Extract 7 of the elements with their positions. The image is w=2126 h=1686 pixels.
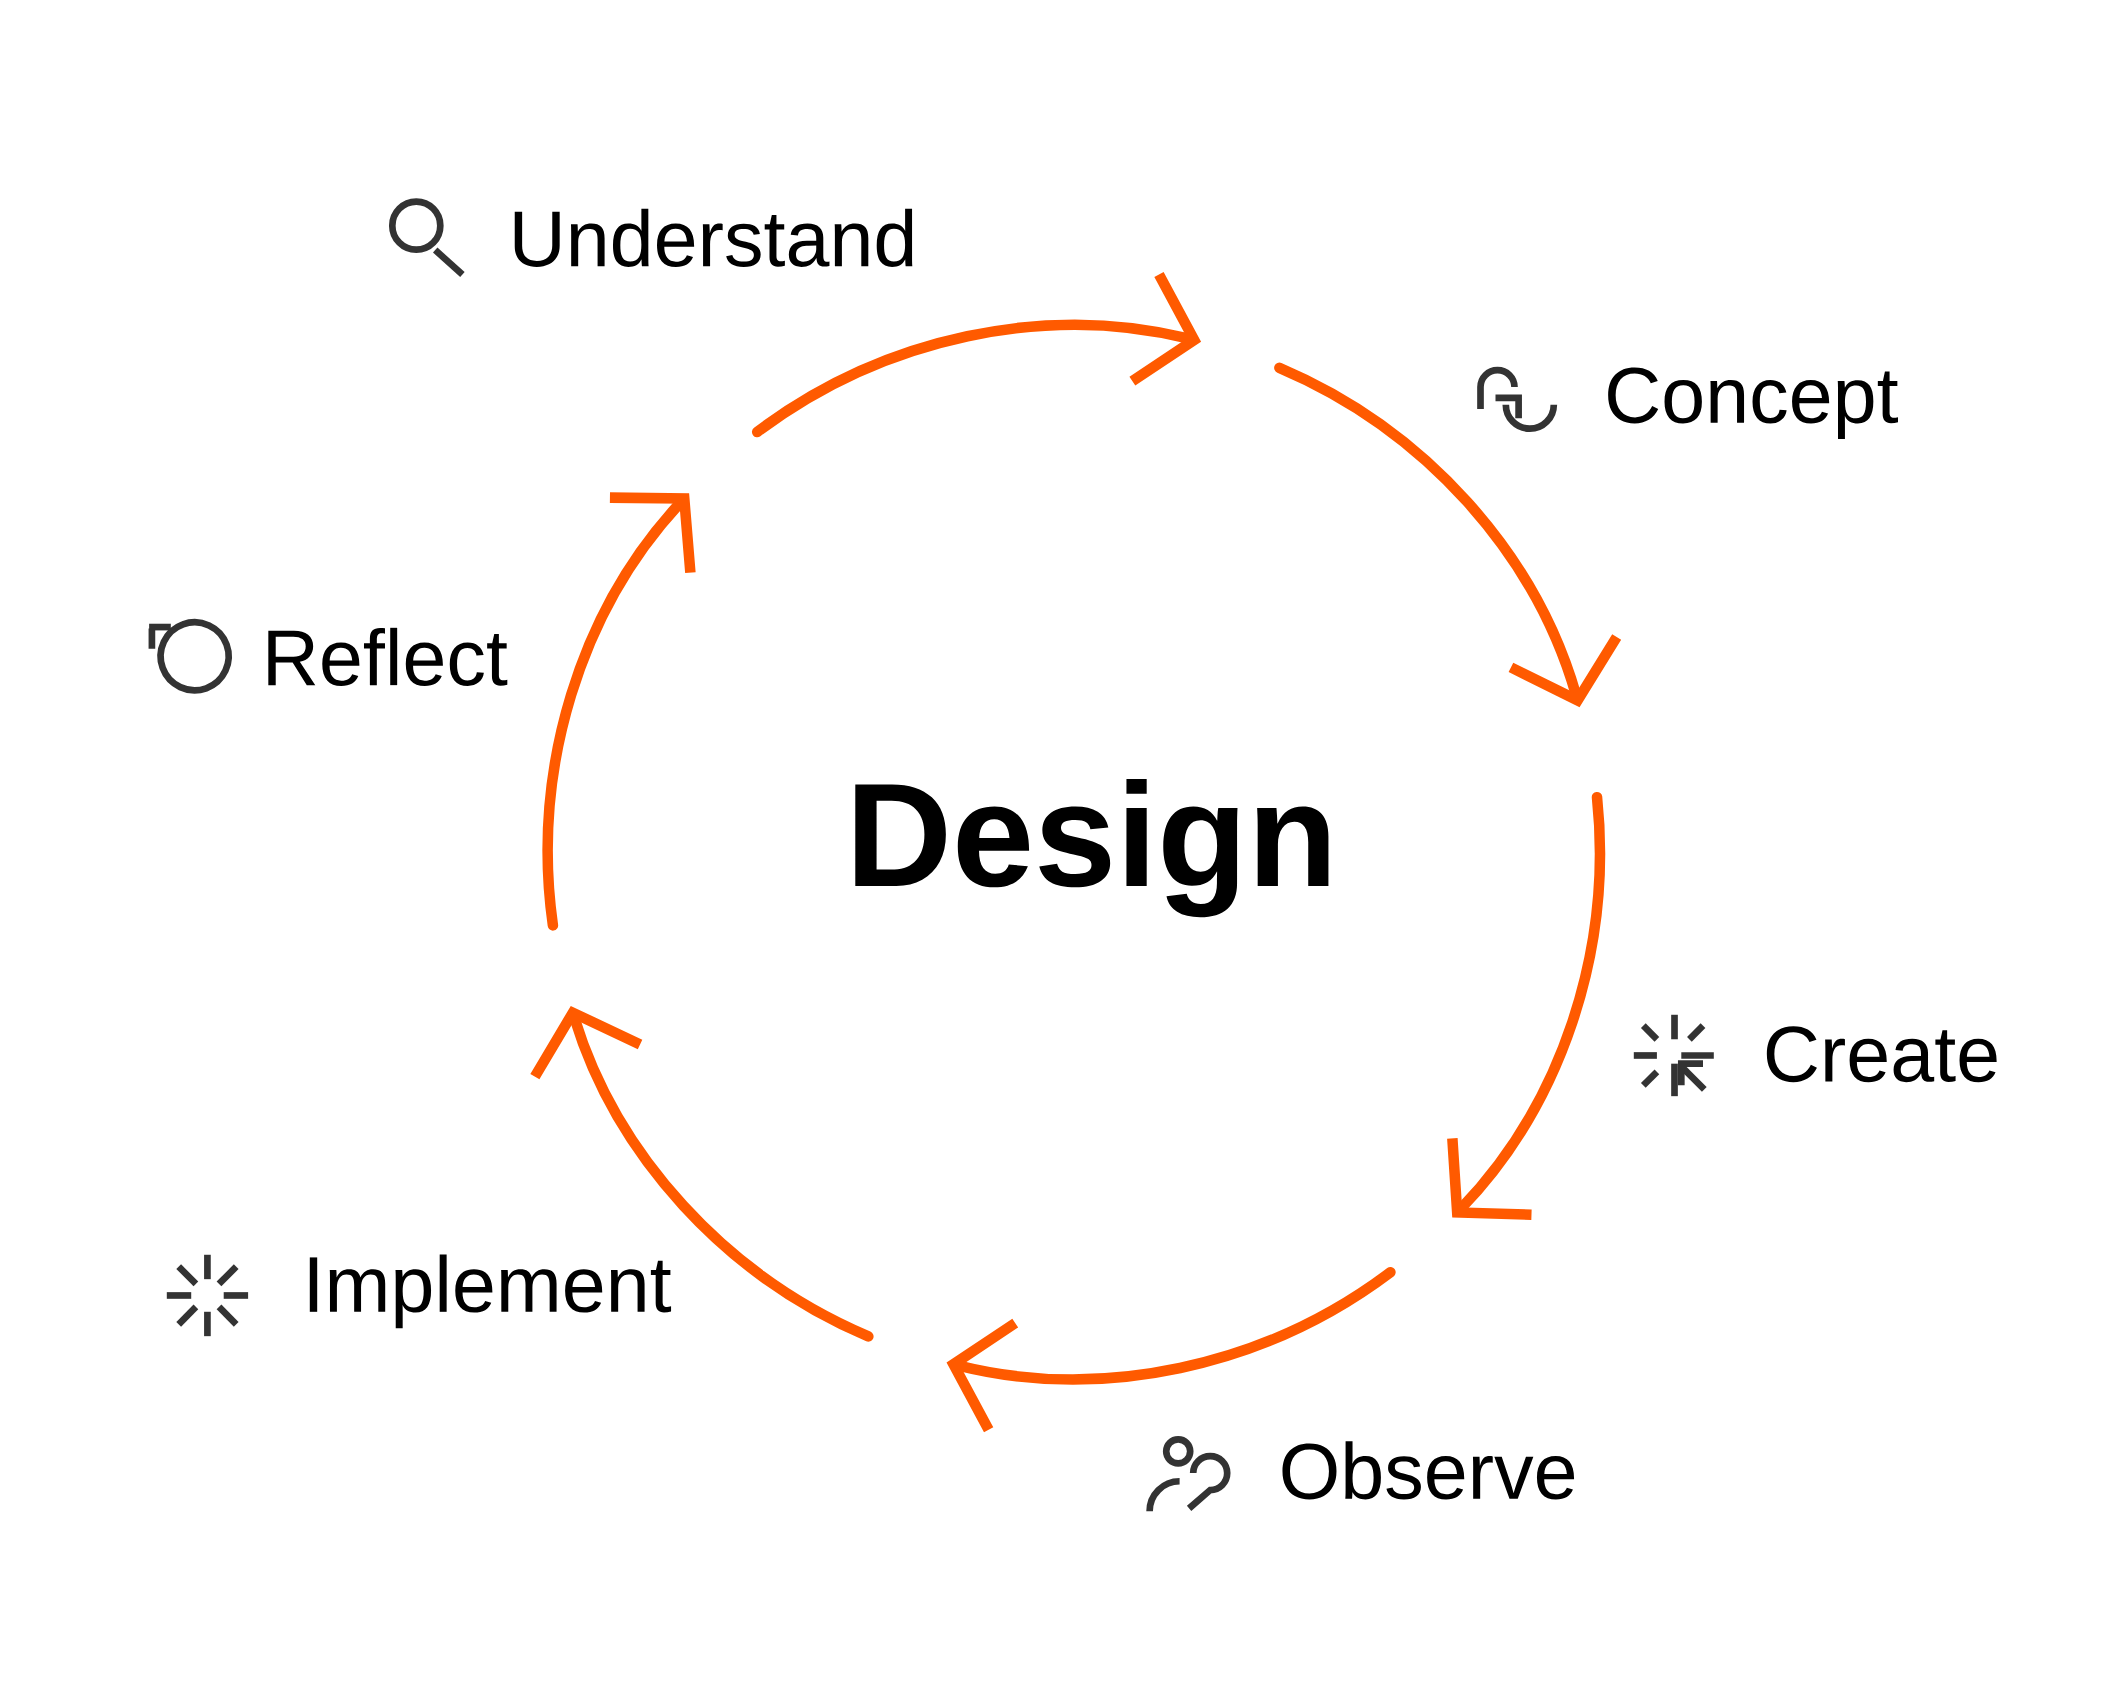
stage-label: Reflect [268,627,508,686]
stage-label: Create [1766,1026,1997,1083]
stage-label: Observe [1282,1441,1575,1500]
center-label: Design [855,778,1329,918]
stage-label: Understand [514,208,913,267]
stage-label: Concept [1608,367,1898,440]
stage-label: Implement [309,1254,672,1329]
